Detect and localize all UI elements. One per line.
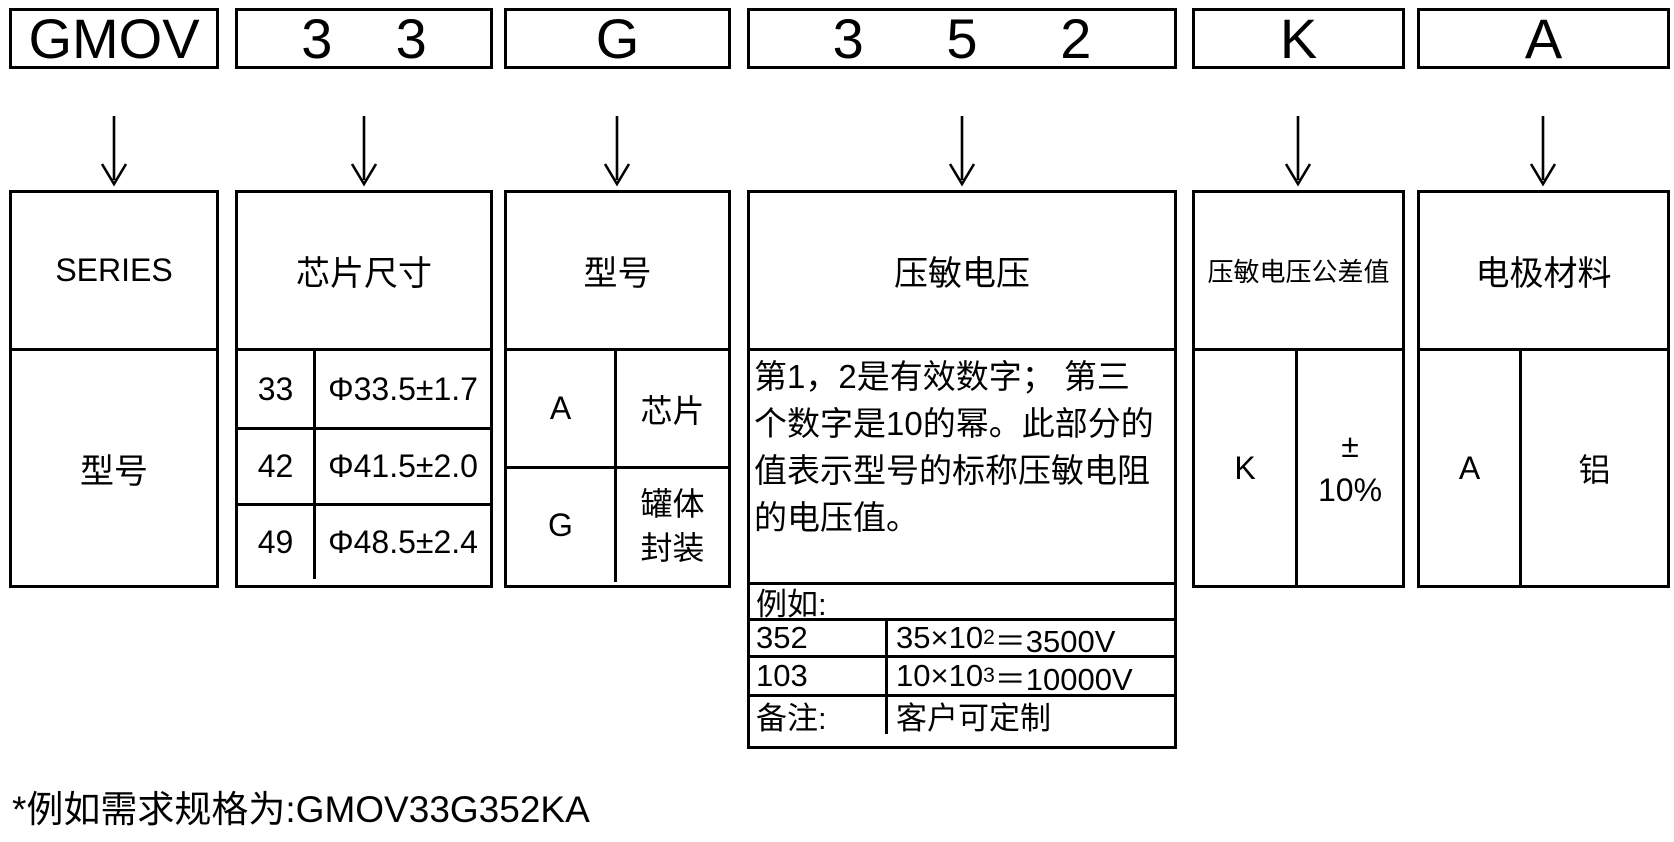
down-arrow-icon xyxy=(100,116,128,187)
down-arrow-icon xyxy=(603,116,631,187)
down-arrow-icon xyxy=(350,116,378,187)
value-cell: 铝 xyxy=(1578,452,1611,488)
code-box-tolerance: K xyxy=(1192,8,1405,69)
code-box-chip-size: 3 3 xyxy=(235,8,493,69)
table-row: 49 Φ48.5±2.4 xyxy=(238,503,490,579)
table-row: 42 Φ41.5±2.0 xyxy=(238,427,490,503)
code-box-model: G xyxy=(504,8,731,69)
code-digit: 5 xyxy=(946,6,978,70)
voltage-box: 压敏电压 第1，2是有效数字； 第三 个数字是10的幂。此部分的 值表示型号的标… xyxy=(747,190,1177,749)
code-tolerance-text: K xyxy=(1279,6,1318,70)
code-box-series: GMOV xyxy=(9,8,219,69)
code-digit: 2 xyxy=(1060,6,1092,70)
chip-size-header: 芯片尺寸 xyxy=(238,193,490,351)
code-cell: 352 xyxy=(750,620,888,655)
table-row: 33 Φ33.5±1.7 xyxy=(238,351,490,427)
series-box: SERIES 型号 xyxy=(9,190,219,588)
value-cell: 罐体 封装 xyxy=(640,485,705,566)
note-row: 备注: 客户可定制 xyxy=(750,697,1174,736)
code-electrode-text: A xyxy=(1524,6,1563,70)
note-label: 备注: xyxy=(750,697,888,736)
value-cell: Φ48.5±2.4 xyxy=(328,524,478,560)
voltage-header: 压敏电压 xyxy=(750,193,1174,351)
code-box-electrode: A xyxy=(1417,8,1670,69)
value-cell: ± 10% xyxy=(1317,428,1383,508)
code-model-text: G xyxy=(595,6,640,70)
code-digit: 3 xyxy=(395,6,427,70)
electrode-table: 电极材料 A 铝 xyxy=(1417,190,1670,588)
example-spec-footnote: *例如需求规格为:GMOV33G352KA xyxy=(12,789,590,830)
code-cell: G xyxy=(507,469,617,582)
table-row: G 罐体 封装 xyxy=(507,466,728,582)
code-cell: 103 xyxy=(750,658,888,694)
code-digit: 3 xyxy=(832,6,864,70)
code-cell: A xyxy=(507,351,617,466)
table-row: A 铝 xyxy=(1420,351,1667,585)
note-value: 客户可定制 xyxy=(896,701,1051,736)
code-cell: A xyxy=(1420,351,1522,585)
voltage-description: 第1，2是有效数字； 第三 个数字是10的幂。此部分的 值表示型号的标称压敏电阻… xyxy=(750,351,1174,585)
code-cell: 42 xyxy=(238,430,316,503)
equation-result: ＝10000V xyxy=(994,661,1133,697)
series-body: 型号 xyxy=(80,452,148,491)
equation-result: ＝3500V xyxy=(994,623,1116,659)
example-label: 例如: xyxy=(750,585,1174,622)
code-cell: K xyxy=(1195,351,1298,585)
equation-exponent: 3 xyxy=(983,664,995,687)
down-arrow-icon xyxy=(1284,116,1312,187)
code-cell: 33 xyxy=(238,351,316,427)
table-row: K ± 10% xyxy=(1195,351,1402,585)
chip-size-table: 芯片尺寸 33 Φ33.5±1.7 42 Φ41.5±2.0 49 Φ48.5±… xyxy=(235,190,493,588)
equation-base: 35×10 xyxy=(896,620,984,655)
model-header: 型号 xyxy=(507,193,728,351)
value-cell: Φ33.5±1.7 xyxy=(328,370,478,407)
code-cell: 49 xyxy=(238,506,316,579)
electrode-header: 电极材料 xyxy=(1420,193,1667,351)
equation-exponent: 2 xyxy=(983,626,995,649)
down-arrow-icon xyxy=(948,116,976,187)
equation-base: 10×10 xyxy=(896,658,984,693)
value-cell: 芯片 xyxy=(640,392,705,429)
down-arrow-icon xyxy=(1529,116,1557,187)
tolerance-header: 压敏电压公差值 xyxy=(1195,193,1402,351)
tolerance-table: 压敏电压公差值 K ± 10% xyxy=(1192,190,1405,588)
code-box-voltage: 3 5 2 xyxy=(747,8,1177,69)
series-header: SERIES xyxy=(12,193,216,351)
code-series-text: GMOV xyxy=(28,6,200,70)
value-cell: Φ41.5±2.0 xyxy=(328,448,478,484)
model-table: 型号 A 芯片 G 罐体 封装 xyxy=(504,190,731,588)
table-row: A 芯片 xyxy=(507,351,728,466)
code-digit: 3 xyxy=(301,6,333,70)
